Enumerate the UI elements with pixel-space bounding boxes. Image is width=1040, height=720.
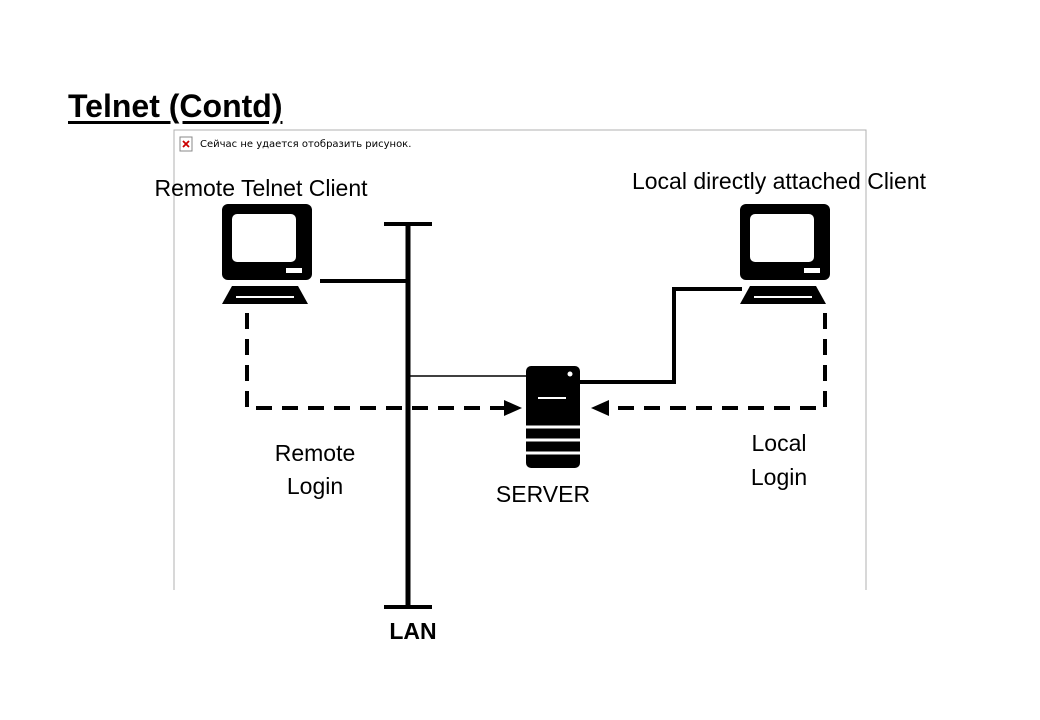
server-label: SERVER <box>496 481 590 507</box>
image-placeholder: Сейчас не удается отобразить рисунок. <box>173 129 867 590</box>
computer-terminal-icon <box>218 200 316 304</box>
remote-login-label-line1: Remote <box>275 440 356 466</box>
slide-title: Telnet (Contd) <box>68 88 283 124</box>
remote-login-label-line2: Login <box>287 473 343 499</box>
local-login-path <box>591 313 827 416</box>
broken-image-icon <box>179 136 193 152</box>
placeholder-message: Сейчас не удается отобразить рисунок. <box>200 139 411 150</box>
computer-terminal-icon <box>736 200 834 304</box>
lan-label: LAN <box>389 618 436 644</box>
local-login-label-line1: Local <box>752 430 807 456</box>
connection-lines <box>320 279 742 384</box>
local-login-label-line2: Login <box>751 464 807 490</box>
lan-bus <box>384 222 432 609</box>
remote-client-label: Remote Telnet Client <box>154 175 368 201</box>
remote-login-path <box>245 313 522 416</box>
local-client-label: Local directly attached Client <box>632 168 927 194</box>
server-icon <box>526 366 580 468</box>
